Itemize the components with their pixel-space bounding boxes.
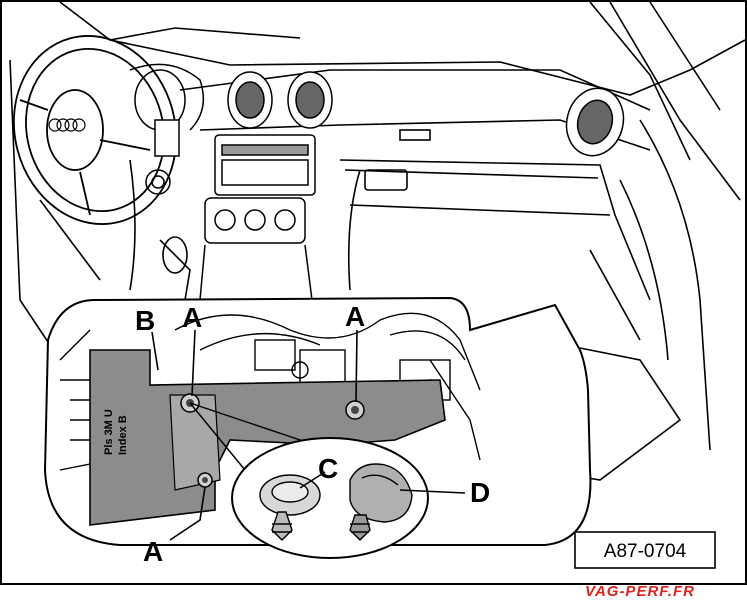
panel-recess (169, 394, 221, 491)
center-air-vents (227, 71, 333, 129)
figure-reference-label: A87-0704 (604, 541, 687, 562)
watermark: VAG-PERF.FR (585, 583, 695, 600)
leader-lines (151, 329, 466, 541)
figure-reference-box: A87-0704 (574, 531, 716, 569)
instrument-cluster (129, 63, 205, 195)
callout-d: D (470, 477, 490, 508)
audi-rings-logo (48, 118, 86, 132)
clip-position-bottom (197, 472, 213, 488)
right-air-vent (565, 87, 625, 157)
panel-stamp-line2: Index B (117, 415, 129, 455)
panel-stamp-line1: Pls 3M U (103, 409, 115, 455)
callout-a-top-right: A (345, 301, 365, 332)
callout-b: B (135, 305, 155, 336)
panel-stamp: Pls 3M U Index B (103, 409, 129, 455)
callout-a-bottom: A (143, 536, 163, 567)
callout-a-top-left: A (182, 302, 202, 333)
clip-d (349, 463, 413, 541)
center-console (199, 134, 316, 301)
clip-position-top-right (345, 400, 365, 420)
clip-c (259, 474, 321, 541)
callout-c: C (318, 453, 338, 484)
